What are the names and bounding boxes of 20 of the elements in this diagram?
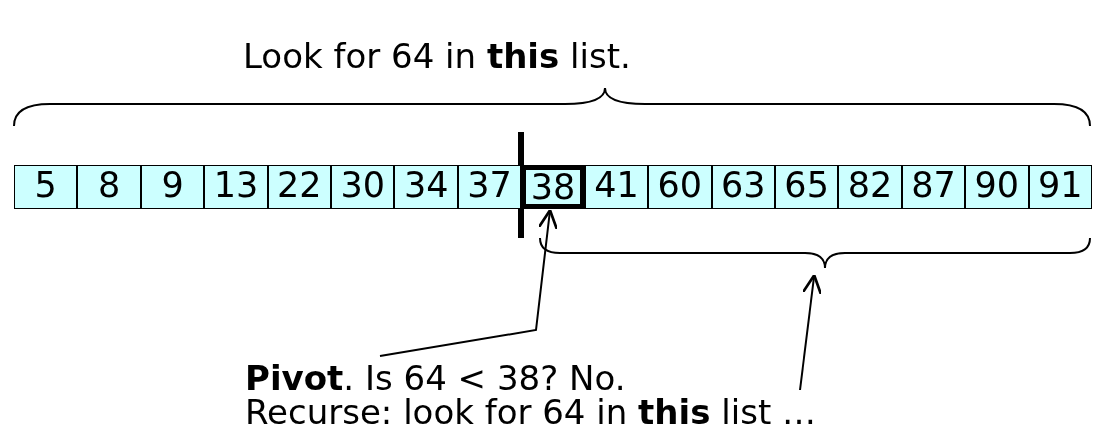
leader-arrow (799, 273, 823, 391)
array-cell: 63 (711, 165, 775, 209)
array-cell: 30 (331, 165, 395, 209)
array-cell: 87 (901, 165, 966, 209)
array-cell: 8 (77, 165, 141, 209)
array-cell: 22 (267, 165, 332, 209)
array-cell: 60 (648, 165, 712, 209)
array-cell: 90 (965, 165, 1029, 209)
array-cell: 38 (521, 165, 585, 209)
array-cell: 41 (584, 165, 649, 209)
array-cell: 13 (204, 165, 268, 209)
array-cell: 5 (14, 165, 78, 209)
array-cell: 9 (140, 165, 205, 209)
array-cell: 82 (838, 165, 902, 209)
array-cell: 91 (1028, 165, 1092, 209)
leader-arrow (379, 208, 559, 357)
array-cell: 37 (457, 165, 522, 209)
array-cell: 65 (774, 165, 839, 209)
heading-note: Look for 64 in this list. (243, 36, 631, 76)
array-cell: 34 (394, 165, 458, 209)
